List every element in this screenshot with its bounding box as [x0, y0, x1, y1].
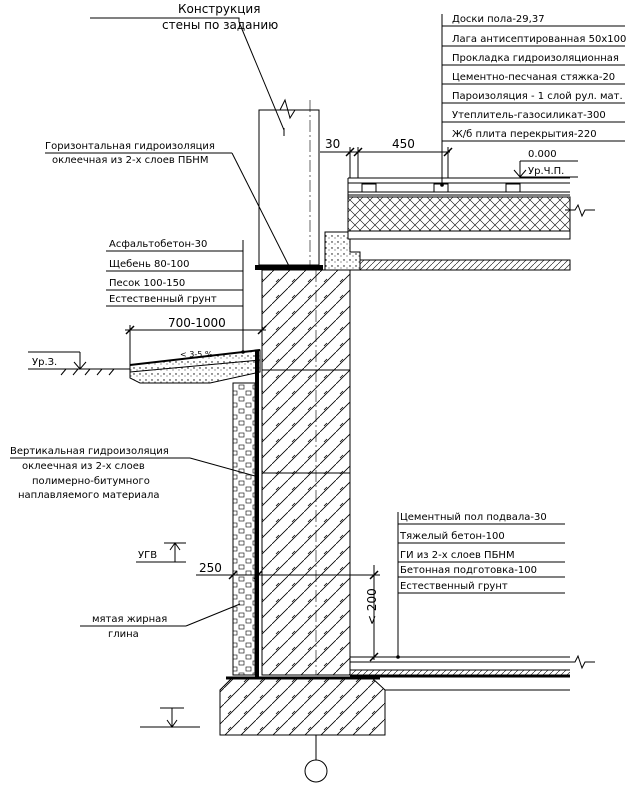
- basement-layer-1: Цементный пол подвала-30: [400, 512, 547, 523]
- top-dimensions: 30 450: [320, 137, 453, 178]
- groundwater-level-mark: УГВ: [136, 542, 186, 563]
- ground-line: [60, 368, 130, 376]
- floor-layer-callouts: Доски пола-29,37 Лага антисептированная …: [440, 14, 626, 187]
- floor-layer-3: Прокладка гидроизоляционная: [452, 53, 619, 64]
- ground-level-mark: Ур.З.: [28, 351, 87, 370]
- floor-level-value: 0.000: [528, 149, 557, 160]
- basement-layer-3: ГИ из 2-х слоев ПБНМ: [400, 550, 515, 561]
- vwp-line1: Вертикальная гидроизоляция: [10, 446, 169, 457]
- floor-layer-6: Утеплитель-газосиликат-300: [452, 110, 606, 121]
- dim-200: < 200: [365, 588, 379, 625]
- floor-layer-4: Цементно-песчаная стяжка-20: [452, 72, 615, 83]
- blind-layer-3: Песок 100-150: [109, 278, 185, 289]
- dim-30: 30: [325, 137, 340, 151]
- blind-layer-1: Асфальтобетон-30: [109, 239, 207, 250]
- blind-layer-4: Естественный грунт: [109, 294, 217, 305]
- brick-protection: [232, 382, 256, 676]
- blind-area: [60, 349, 261, 384]
- top-title-line1: Конструкция: [178, 2, 260, 16]
- floor-level-mark: 0.000 Ур.Ч.П.: [513, 149, 578, 178]
- blind-area-callouts: Асфальтобетон-30 Щебень 80-100 Песок 100…: [106, 239, 245, 354]
- floor-layer-1: Доски пола-29,37: [452, 14, 545, 25]
- vwp-line2: оклеечная из 2-х слоев: [22, 461, 145, 472]
- dim-250: 250: [199, 561, 222, 575]
- floor-layer-5: Пароизоляция - 1 слой рул. мат.: [452, 91, 623, 102]
- horizontal-waterproofing-layer: [255, 265, 323, 270]
- dim-200-group: < 200: [350, 565, 380, 662]
- basement-floor: [350, 654, 595, 691]
- top-title-line2: стены по заданию: [162, 18, 278, 32]
- vwp-line4: наплавляемого материала: [18, 490, 160, 501]
- floor-layer-7: Ж/б плита перекрытия-220: [452, 129, 597, 140]
- basement-layer-5: Естественный грунт: [400, 581, 508, 592]
- slope-label: < 3-5 %: [180, 350, 213, 359]
- floor-level-label: Ур.Ч.П.: [528, 166, 564, 177]
- clay-line2: глина: [108, 629, 139, 640]
- basement-layer-4: Бетонная подготовка-100: [400, 565, 537, 576]
- dim-450: 450: [392, 137, 415, 151]
- horizontal-waterproofing-line1: Горизонтальная гидроизоляция: [45, 141, 215, 152]
- basement-layer-2: Тяжелый бетон-100: [399, 531, 505, 542]
- vwp-line3: полимерно-битумного: [32, 476, 150, 487]
- dim-700-1000: 700-1000: [168, 316, 226, 330]
- blind-layer-2: Щебень 80-100: [109, 259, 189, 270]
- groundwater-label: УГВ: [138, 550, 157, 561]
- horizontal-waterproofing-line2: оклеечная из 2-х слоев ПБНМ: [52, 155, 208, 166]
- footing: [219, 676, 386, 783]
- dim-250-group: 250: [196, 561, 264, 582]
- floor-construction: [347, 177, 595, 271]
- foundation-wall: [261, 269, 351, 676]
- clay-callout: мятая жирная глина: [80, 603, 241, 640]
- ground-level-label: Ур.З.: [32, 357, 57, 368]
- bottom-level-mark: [140, 707, 200, 728]
- basement-floor-callouts: Цементный пол подвала-30 Тяжелый бетон-1…: [396, 512, 565, 659]
- upper-wall: [258, 98, 320, 266]
- vertical-waterproofing-callout: Вертикальная гидроизоляция оклеечная из …: [10, 446, 256, 501]
- clay-line1: мятая жирная: [92, 614, 167, 625]
- blind-area-width-dim: 700-1000 < 3-5 %: [125, 316, 267, 365]
- floor-layer-2: Лага антисептированная 50х100: [452, 34, 626, 45]
